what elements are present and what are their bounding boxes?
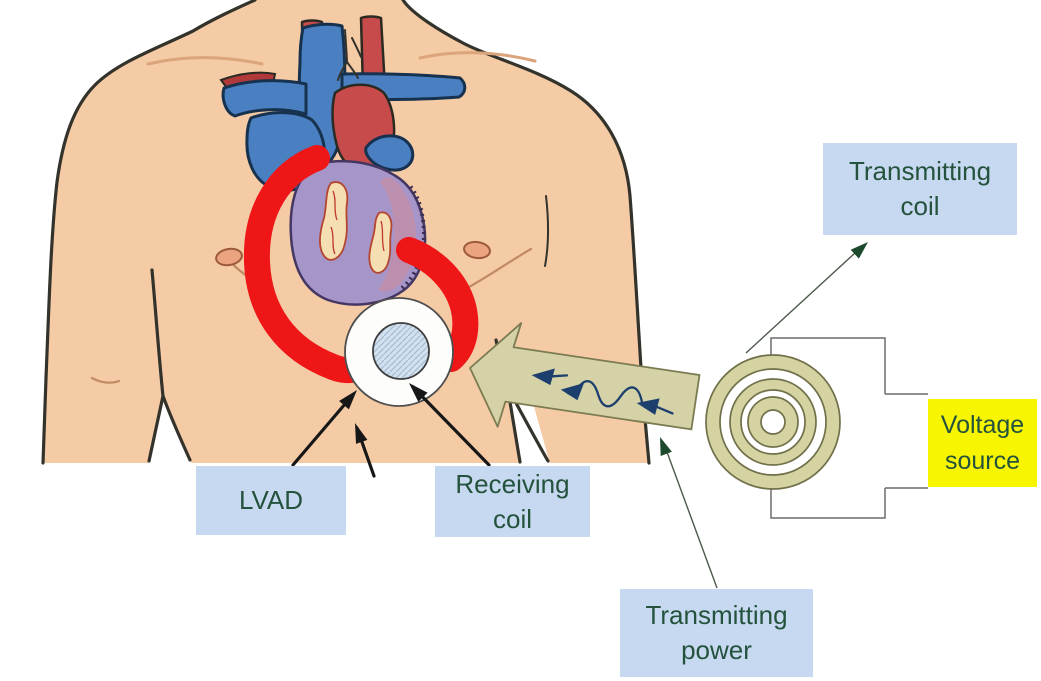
lvad-pointer-arrow-2 <box>355 423 376 478</box>
label-receiving-coil: Receiving coil <box>435 466 590 537</box>
left-armpit-crease <box>147 268 192 463</box>
left-armpit-gap <box>148 394 192 464</box>
subclavian-vein-left <box>221 79 308 118</box>
label-line: power <box>681 635 752 665</box>
trachea-branches <box>337 29 362 81</box>
receiving-coil-pointer-arrow <box>409 383 491 467</box>
transmitting-coil-pointer-arrow <box>745 242 868 354</box>
lvad-pointer-arrow <box>291 390 357 467</box>
coronary-vessels-right <box>380 220 385 252</box>
label-line: Transmitting <box>645 600 788 630</box>
heart-graphic <box>219 15 467 306</box>
wave-arrowhead-left <box>560 383 585 401</box>
label-line: LVAD <box>238 485 304 515</box>
label-line: Voltage <box>940 411 1025 439</box>
right-nipple <box>463 240 491 260</box>
transmitting-coil-graphic <box>705 354 841 490</box>
label-line: Transmitting <box>848 156 992 186</box>
label-line: coil <box>492 503 532 534</box>
wave-tail-far-left <box>551 374 569 378</box>
pulmonary-artery <box>364 134 415 172</box>
wave-arrowhead-far-left <box>531 368 555 386</box>
torso-outline-left <box>41 0 257 465</box>
power-arrow <box>469 322 701 431</box>
wave-tail-right <box>656 405 674 415</box>
lvad-cannula-right <box>396 237 479 372</box>
label-line: Receiving <box>455 468 570 499</box>
label-voltage-source: Voltage source <box>928 399 1037 487</box>
abdomen-line <box>90 376 121 384</box>
label-line: source <box>944 447 1021 475</box>
cardiac-fat-left <box>319 181 349 261</box>
right-chest-line <box>544 195 550 267</box>
lvad-cannula-left <box>243 145 370 384</box>
cardiac-fat-right <box>368 211 393 274</box>
label-lvad: LVAD <box>196 466 346 535</box>
circuit-wires <box>885 393 928 489</box>
label-line: coil <box>900 191 940 221</box>
left-nipple <box>215 247 243 267</box>
right-collarbone-line <box>418 51 537 63</box>
ventricle-fringe <box>400 184 427 290</box>
transmitting-power-pointer-arrow <box>660 437 718 589</box>
label-transmitting-coil: Transmitting coil <box>823 143 1017 235</box>
left-collarbone-line <box>146 56 264 66</box>
receiving-coil-circle <box>372 322 430 380</box>
label-transmitting-power: Transmitting power <box>620 589 813 677</box>
coronary-vessels-left <box>330 190 338 255</box>
wave-arrowhead-right <box>636 398 660 415</box>
